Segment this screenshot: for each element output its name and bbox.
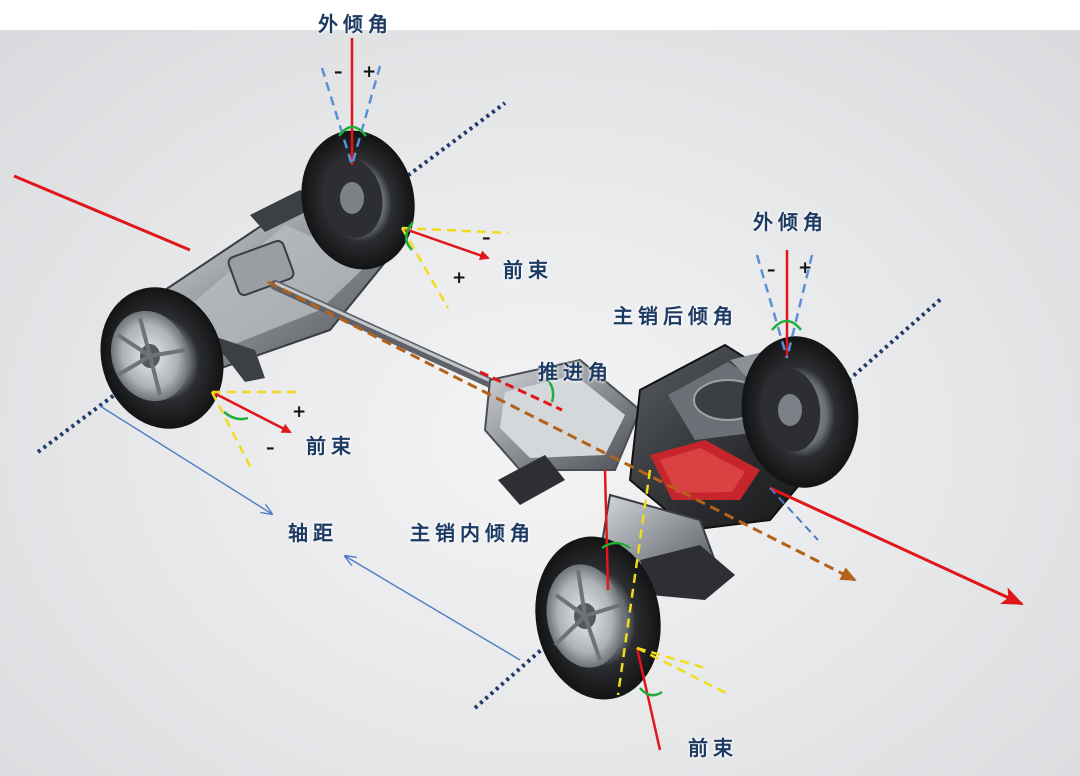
toe-rear-right-minus: – (482, 228, 491, 248)
rear-axle-dotted-line (36, 101, 507, 454)
toe-rear-right-indicator (400, 221, 509, 309)
camber-rear-indicator (320, 38, 382, 166)
toe-front-label: 前束 (688, 736, 738, 760)
thrust-angle-label: 推进角 (538, 360, 613, 384)
camber-top-plus: + (362, 62, 377, 82)
front-left-wheel (535, 536, 661, 700)
caster-label: 主销后倾角 (613, 304, 738, 328)
camber-front-indicator (755, 250, 814, 359)
thrust-line (267, 280, 857, 582)
toe-rear-left-minus: – (266, 438, 275, 458)
toe-rear-left-label: 前束 (306, 434, 356, 458)
kingpin-inclination-label: 主销内倾角 (410, 521, 535, 545)
front-lateral-axis (769, 486, 1024, 606)
wheelbase-arrows (99, 405, 521, 661)
toe-rear-right-plus: + (452, 268, 467, 288)
camber-top-minus: – (334, 62, 343, 82)
wheelbase-arrow-down (99, 405, 272, 514)
camber-right-minus: – (767, 260, 776, 280)
kingpin-indicator (601, 469, 652, 696)
wheelbase-label: 轴距 (288, 521, 338, 545)
toe-front-indicator (635, 646, 731, 751)
front-right-wheel (741, 336, 859, 488)
rear-right-wheel (301, 130, 415, 270)
toe-rear-left-indicator (210, 390, 298, 471)
thrust-angle-arc (545, 377, 555, 403)
wheelbase-arrow-up (345, 556, 521, 661)
toe-rear-right-label: 前束 (503, 258, 553, 282)
rear-left-wheel (100, 287, 224, 429)
camber-right-plus: + (798, 258, 813, 278)
toe-rear-left-plus: + (292, 402, 307, 422)
camber-right-label: 外倾角 (753, 210, 828, 234)
thrust-reference-line (479, 370, 563, 412)
rear-lateral-axis (13, 174, 191, 252)
camber-top-label: 外倾角 (318, 12, 393, 36)
